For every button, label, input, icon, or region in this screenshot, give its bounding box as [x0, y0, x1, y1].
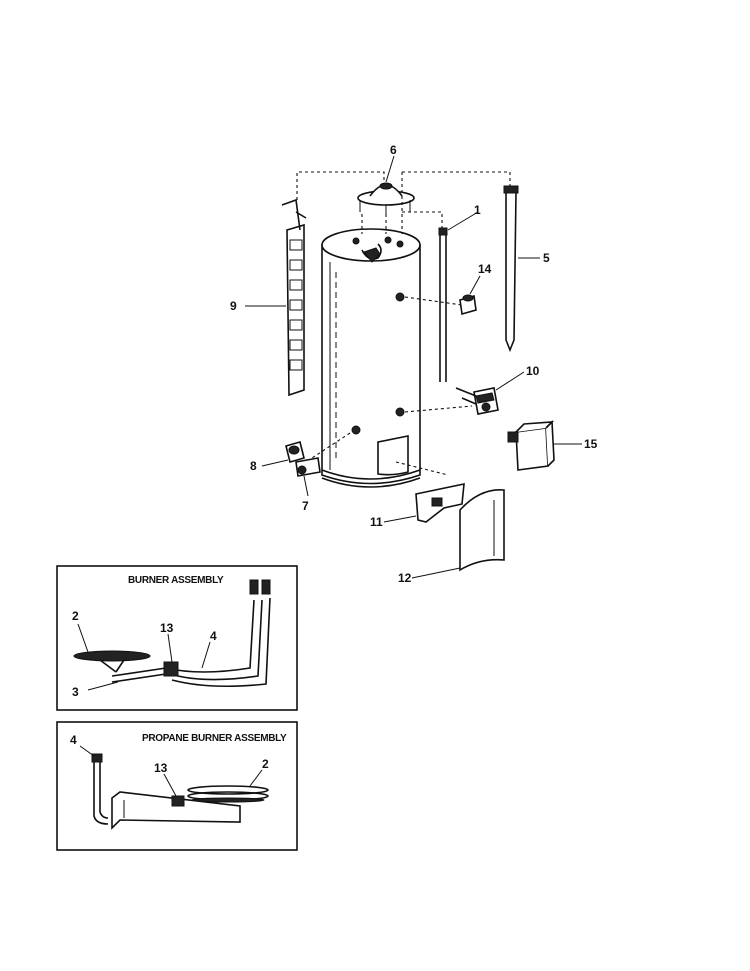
callout-9: 9	[230, 299, 237, 313]
callout-8: 8	[250, 459, 257, 473]
connection-lines	[296, 171, 511, 476]
propane-callout-4: 4	[70, 733, 77, 747]
part-7-drain-fitting	[295, 457, 321, 497]
propane-callout-13: 13	[154, 761, 168, 775]
propane-callout-2: 2	[262, 757, 269, 771]
callout-15: 15	[584, 437, 598, 451]
burner-callout-13: 13	[160, 621, 174, 635]
burner-assembly-panel: BURNER ASSEMBLY 2 13 4 3	[56, 565, 298, 711]
callout-6: 6	[390, 143, 397, 157]
propane-burner-assembly-title: PROPANE BURNER ASSEMBLY	[142, 733, 287, 744]
burner-callout-2: 2	[72, 609, 79, 623]
part-1-dip-tube	[438, 211, 479, 382]
part-11-inner-door	[383, 482, 465, 523]
part-9-flue-baffle	[245, 198, 307, 397]
water-heater-tank	[321, 228, 421, 488]
callout-14: 14	[478, 262, 492, 276]
part-15-control-box	[507, 420, 582, 471]
callout-1: 1	[474, 203, 481, 217]
part-6-flue-cap	[357, 155, 415, 214]
part-5-anode-rod	[503, 185, 540, 353]
callout-12: 12	[398, 571, 412, 585]
part-14-fitting	[459, 275, 481, 316]
main-callouts: 1 5 6 9 14 10 15 8 7 11 12	[230, 143, 598, 585]
burner-callout-3: 3	[72, 685, 79, 699]
part-10-gas-valve	[455, 371, 525, 415]
part-8-drain-valve	[261, 441, 305, 467]
propane-burner-assembly-panel: PROPANE BURNER ASSEMBLY 4 13 2	[56, 721, 298, 851]
callout-10: 10	[526, 364, 540, 378]
burner-callout-4: 4	[210, 629, 217, 643]
part-12-outer-door	[411, 489, 505, 579]
callout-5: 5	[543, 251, 550, 265]
burner-assembly-title: BURNER ASSEMBLY	[128, 575, 224, 586]
callout-7: 7	[302, 499, 309, 513]
callout-11: 11	[370, 515, 383, 529]
